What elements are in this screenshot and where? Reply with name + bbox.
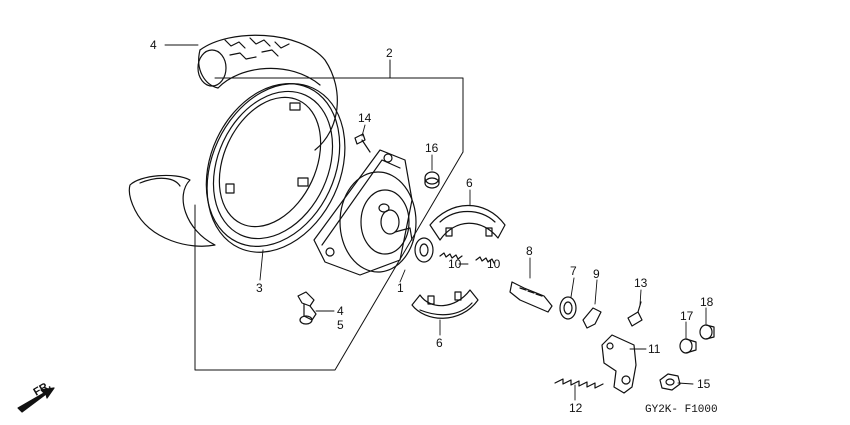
leader-lines [164, 44, 707, 401]
bolt-part-13 [627, 301, 643, 327]
valve-stem-part-4-5 [297, 291, 317, 325]
brake-cam-part-8 [509, 281, 553, 313]
callout-7: 7 [570, 264, 577, 278]
spring-part-10-left [439, 252, 463, 260]
callout-14: 14 [358, 111, 372, 125]
dust-seal-part-7 [559, 296, 577, 320]
direction-label: FR. [32, 379, 53, 398]
brake-arm-part-11 [601, 334, 637, 394]
callout-10-right: 10 [487, 257, 501, 271]
callout-17: 17 [680, 309, 694, 323]
wheel-rim-part-3 [205, 83, 346, 253]
callout-10-left: 10 [448, 257, 462, 271]
washer [414, 237, 434, 263]
drawing-code: GY2K- F1000 [645, 404, 718, 416]
callout-6-lower: 6 [436, 336, 443, 350]
callout-13: 13 [634, 276, 648, 290]
callout-18: 18 [700, 295, 714, 309]
callout-labels: 4 2 14 16 6 8 10 10 7 9 13 17 18 3 1 4 5… [32, 38, 718, 416]
callout-3: 3 [256, 281, 263, 295]
pivot-part-17 [679, 338, 697, 354]
callout-9: 9 [593, 267, 600, 281]
bolt-part-14 [354, 133, 371, 153]
brake-shoe-lower-part-6 [411, 289, 479, 319]
assembly-bracket-2 [194, 59, 464, 371]
front-direction-arrow-icon [17, 387, 55, 413]
return-spring-part-12 [554, 378, 604, 389]
spring-part-10-right [475, 256, 495, 264]
callout-16: 16 [425, 141, 439, 155]
wear-indicator-part-9 [582, 307, 602, 329]
nut-part-15 [659, 373, 681, 391]
callout-12: 12 [569, 401, 583, 415]
callout-4-valve: 4 [337, 304, 344, 318]
callout-2: 2 [386, 46, 393, 60]
callout-6-upper: 6 [466, 176, 473, 190]
callout-1: 1 [397, 281, 404, 295]
callout-11: 11 [648, 342, 661, 356]
brake-panel-part-1 [313, 149, 417, 276]
nut-part-16 [424, 171, 440, 189]
pivot-part-18 [699, 324, 715, 340]
callout-8: 8 [526, 244, 533, 258]
callout-5: 5 [337, 318, 344, 332]
brake-shoe-upper-part-6 [429, 204, 506, 241]
callout-15: 15 [697, 377, 711, 391]
callout-4-tire: 4 [150, 38, 157, 52]
